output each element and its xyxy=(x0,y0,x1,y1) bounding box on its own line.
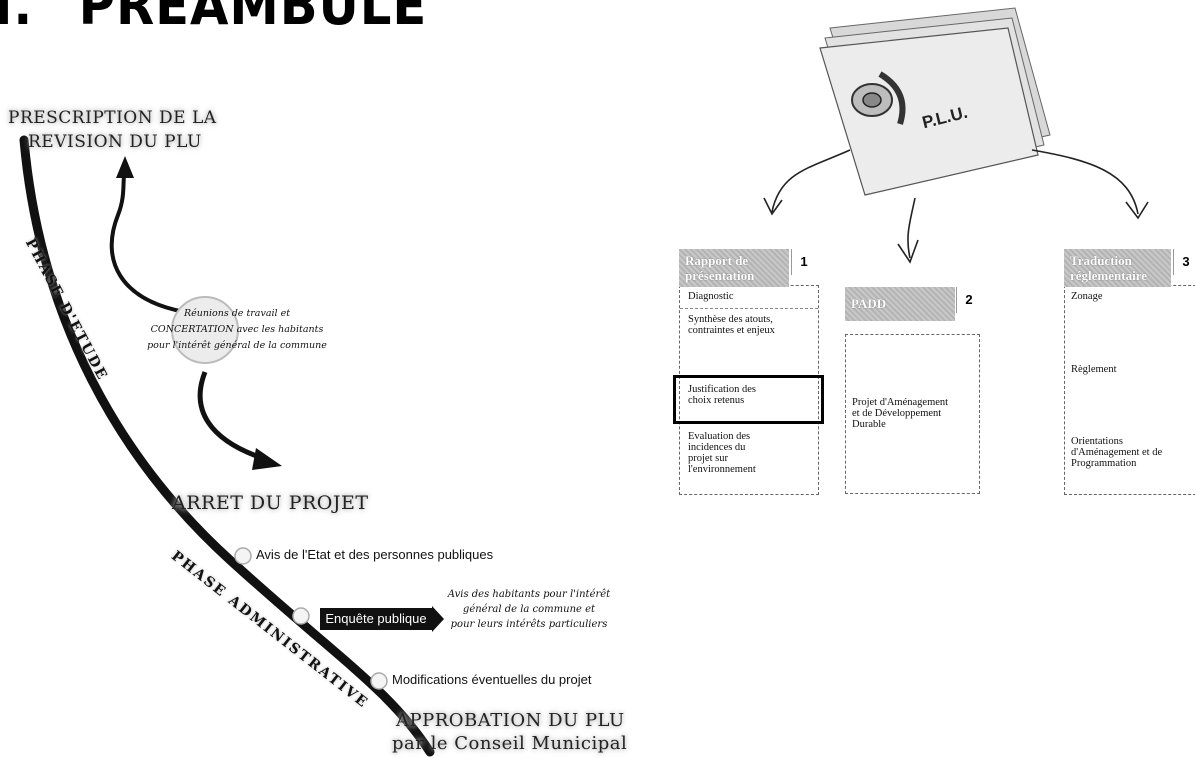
timeline-diagram xyxy=(19,135,444,757)
heading-title: PREAMBULE xyxy=(78,0,428,37)
panel-1-item-diagnostic: Diagnostic xyxy=(688,291,734,302)
justification-highlight-box xyxy=(673,375,824,424)
panel-1-header: Rapport de présentation xyxy=(679,249,789,287)
panel-3-number: 3 xyxy=(1173,249,1195,275)
approbation-label-2: par le Conseil Municipal xyxy=(392,733,628,754)
panel-3-item-3-line-2: d'Aménagement et de xyxy=(1071,447,1163,458)
panel-rapport-presentation: Rapport de présentation 1 Diagnostic Syn… xyxy=(679,249,819,495)
panel-3-item-orientations: Orientations d'Aménagement et de Program… xyxy=(1071,436,1162,469)
panel-2-item-1-line-1: Projet d'Aménagement xyxy=(852,397,949,408)
panel-3-item-zonage: Zonage xyxy=(1071,291,1103,302)
panel-1-item-3-line-1: Justification des xyxy=(688,384,756,395)
panel-2-item-1-line-2: et de Développement xyxy=(852,408,942,419)
approbation-label-1: APPROBATION DU PLU xyxy=(396,710,625,731)
panel-2-title-line-1: PADD xyxy=(851,296,887,311)
panel-1-item-4-line-3: projet sur xyxy=(688,453,728,464)
avis-etat-label: Avis de l'Etat et des personnes publique… xyxy=(256,547,494,562)
panel-3-item-3-line-1: Orientations xyxy=(1071,436,1123,447)
panel-2-item-1-line-3: Durable xyxy=(852,419,886,430)
modifications-label: Modifications éventuelles du projet xyxy=(392,672,592,687)
panel-1-item-justification: Justification des choix retenus xyxy=(688,384,756,406)
avis-habitants-line-3: pour leurs intérêts particuliers xyxy=(450,619,608,630)
panel-1-title-line-1: Rapport de xyxy=(685,253,749,268)
panel-1-item-4-line-2: incidences du xyxy=(688,442,746,453)
arrow-to-panel-1 xyxy=(771,149,851,213)
avis-habitants-note: Avis des habitants pour l'intérêt généra… xyxy=(436,587,622,632)
panel-2-number: 2 xyxy=(956,287,981,313)
panel-1-item-4-line-4: l'environnement xyxy=(688,464,756,475)
concertation-line-1: Réunions de travail et xyxy=(183,308,291,319)
concertation-circle xyxy=(171,296,239,364)
panel-1-item-2-line-1: Synthèse des atouts, xyxy=(688,314,773,325)
plu-folder-graphic xyxy=(763,7,1149,264)
enquete-arrow-tip xyxy=(432,606,444,632)
panel-padd: PADD 2 Projet d'Aménagement et de Dévelo… xyxy=(845,287,981,494)
panel-3-title-line-2: réglementaire xyxy=(1070,268,1147,283)
concertation-line-2: CONCERTATION avec les habitants xyxy=(150,324,324,335)
panel-1-item-2-line-2: contraintes et enjeux xyxy=(688,325,775,336)
step-dot-avis xyxy=(234,547,252,565)
panel-1-item-4-line-1: Evaluation des xyxy=(688,431,751,442)
concertation-line-3: pour l'intérêt général de la commune xyxy=(147,340,327,351)
enquete-label: Enquête publique xyxy=(320,608,432,630)
prescription-label-2: REVISION DU PLU xyxy=(28,132,202,152)
arrow-head-down xyxy=(252,448,282,470)
panel-3-item-2-line-1: Règlement xyxy=(1071,364,1117,375)
panel-traduction-reglementaire: Traduction réglementaire 3 Zonage Règlem… xyxy=(1064,249,1195,495)
arrow-head-up xyxy=(116,156,134,178)
panel-1-item-1-line-1: Diagnostic xyxy=(688,291,734,302)
panel-3-item-reglement: Règlement xyxy=(1071,364,1117,375)
page-title: I. PREAMBULE xyxy=(0,0,427,37)
panel-3-header: Traduction réglementaire xyxy=(1064,249,1171,287)
panel-2-header: PADD xyxy=(845,287,955,321)
arret-label: ARRET DU PROJET xyxy=(172,492,369,514)
panel-1-item-synthese: Synthèse des atouts, contraintes et enje… xyxy=(688,314,775,336)
panel-2-item-padd: Projet d'Aménagement et de Développement… xyxy=(852,397,948,430)
arrow-to-prescription xyxy=(109,169,186,314)
arrow-to-panel-2 xyxy=(907,197,916,259)
panel-1-item-evaluation: Evaluation des incidences du projet sur … xyxy=(688,431,756,475)
timeline-curve xyxy=(19,135,435,757)
panel-1-divider xyxy=(680,308,818,309)
prescription-label-1: PRESCRIPTION DE LA xyxy=(8,108,217,128)
step-dot-modifications xyxy=(370,672,388,690)
step-dot-enquete xyxy=(292,607,310,625)
heading-number: I. xyxy=(0,0,34,37)
panel-3-title-line-1: Traduction xyxy=(1070,253,1132,268)
arrow-to-panel-3 xyxy=(1031,149,1139,215)
avis-habitants-line-2: général de la commune et xyxy=(462,604,596,615)
panel-1-item-3-line-2: choix retenus xyxy=(688,395,745,406)
panel-3-item-1-line-1: Zonage xyxy=(1071,291,1103,302)
panel-3-item-3-line-3: Programmation xyxy=(1071,458,1137,469)
panel-1-number: 1 xyxy=(791,249,816,275)
arrow-to-arret xyxy=(197,371,263,461)
avis-habitants-line-1: Avis des habitants pour l'intérêt xyxy=(447,589,611,600)
folder-front-page xyxy=(819,27,1039,196)
concertation-text: Réunions de travail et CONCERTATION avec… xyxy=(122,306,352,354)
panel-1-title-line-2: présentation xyxy=(685,268,755,283)
